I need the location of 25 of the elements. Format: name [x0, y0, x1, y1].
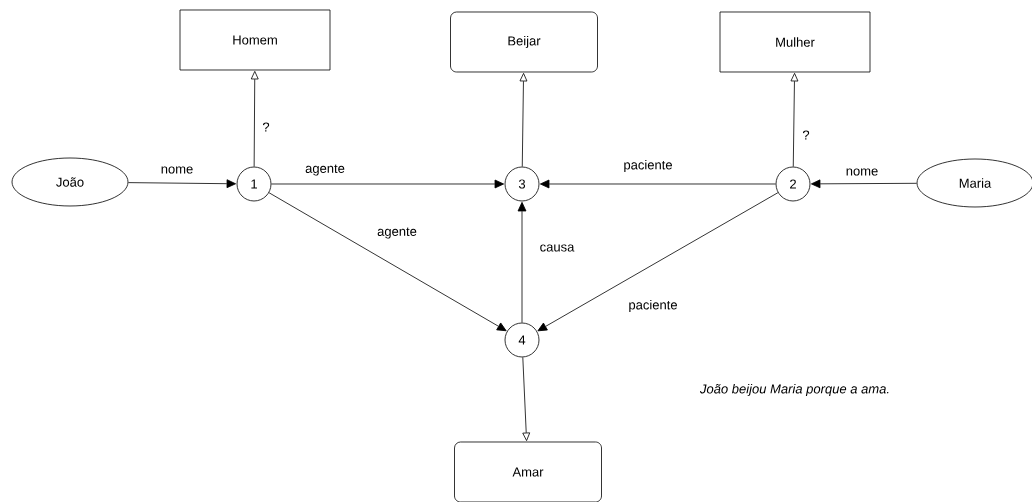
arrow	[540, 179, 776, 189]
edge-label: nome	[844, 167, 880, 177]
arrow	[811, 179, 917, 189]
arrow	[522, 356, 531, 441]
arrow	[517, 201, 527, 323]
arrow	[519, 72, 528, 167]
arrow	[537, 192, 779, 332]
edge-label: nome	[159, 165, 195, 175]
concept-box: Mulher	[719, 11, 871, 73]
edge-label: paciente	[627, 298, 679, 314]
caption: João beijou Maria porque a ama.	[699, 383, 889, 397]
edge-label: agente	[376, 226, 418, 240]
concept-box: Homem	[179, 9, 331, 71]
arrow	[250, 70, 259, 167]
edge-label: ?	[801, 129, 811, 141]
edge-label: causa	[538, 243, 576, 253]
concept-box: Beijar	[450, 11, 598, 73]
arrow	[268, 192, 507, 332]
arrow	[271, 179, 505, 189]
edge-label: paciente	[622, 158, 674, 174]
edge-label: agente	[304, 163, 346, 177]
concept-box: Amar	[454, 441, 602, 502]
edge-label: ?	[261, 121, 271, 133]
arrow	[790, 72, 799, 167]
arrow	[128, 179, 237, 189]
